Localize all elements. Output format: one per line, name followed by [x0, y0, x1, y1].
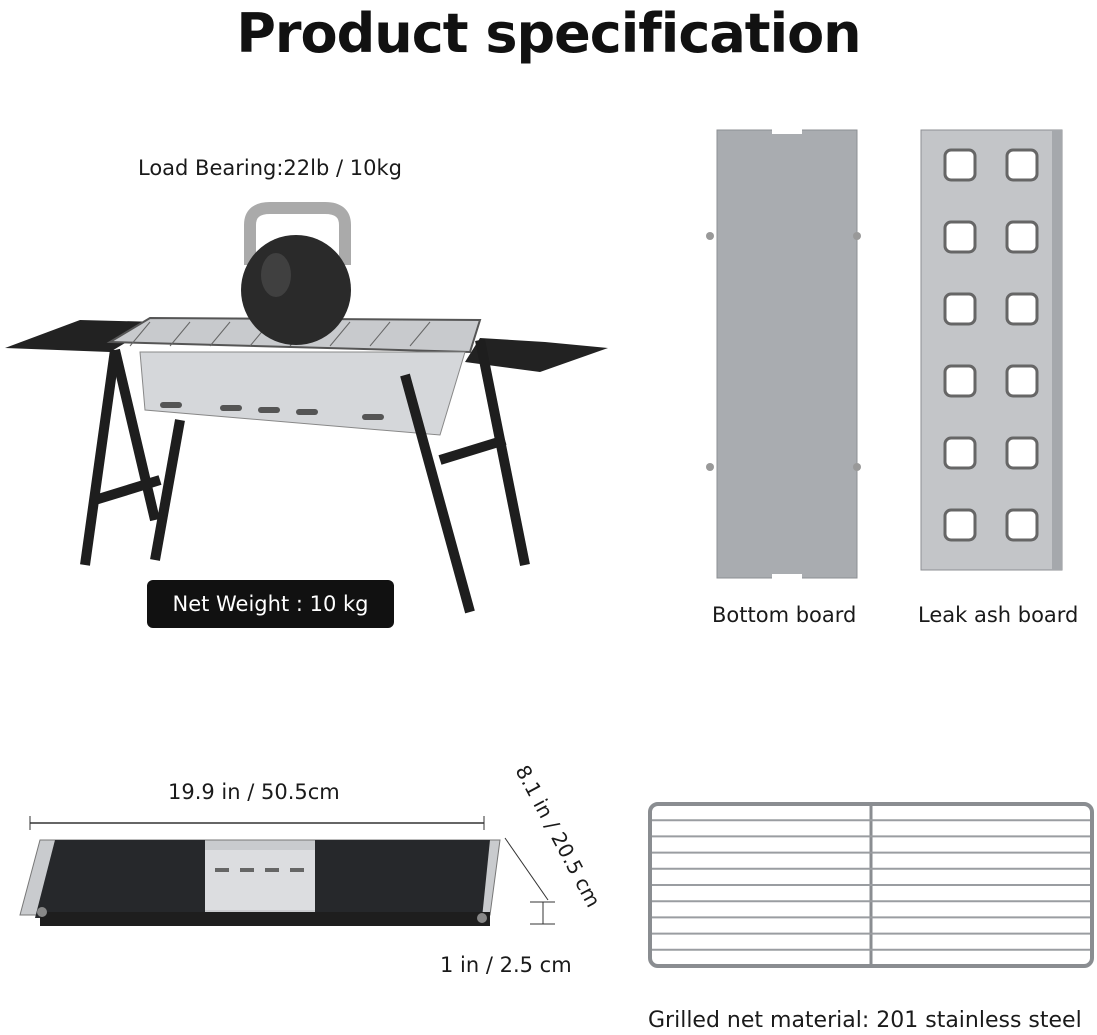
bottom-board-image	[706, 128, 861, 580]
bottom-board-label: Bottom board	[712, 603, 857, 627]
vent-hole	[943, 364, 977, 398]
width-dimension: 8.1 in / 20.5 cm	[511, 761, 606, 911]
vent-hole	[943, 148, 977, 182]
grill-assembled-image	[5, 202, 608, 614]
grill-net-image	[648, 802, 1094, 968]
vent-hole	[1005, 364, 1039, 398]
vent-hole	[1005, 220, 1039, 254]
leak-ash-board-label: Leak ash board	[918, 603, 1079, 627]
vent-hole	[943, 508, 977, 542]
vent-hole	[943, 292, 977, 326]
length-dimension: 19.9 in / 50.5cm	[168, 780, 340, 804]
vent-hole	[943, 220, 977, 254]
vent-hole	[1005, 508, 1039, 542]
load-bearing-label: Load Bearing:22lb / 10kg	[138, 156, 402, 180]
net-weight-badge: Net Weight : 10 kg	[147, 580, 394, 628]
height-dimension: 1 in / 2.5 cm	[440, 953, 572, 977]
vent-hole	[1005, 292, 1039, 326]
vent-hole	[1005, 148, 1039, 182]
page-title: Product specification	[236, 2, 861, 65]
net-material-label: Grilled net material: 201 stainless stee…	[648, 1008, 1082, 1033]
vent-hole	[1005, 436, 1039, 470]
leak-ash-board-image	[920, 129, 1063, 571]
vent-hole	[943, 436, 977, 470]
